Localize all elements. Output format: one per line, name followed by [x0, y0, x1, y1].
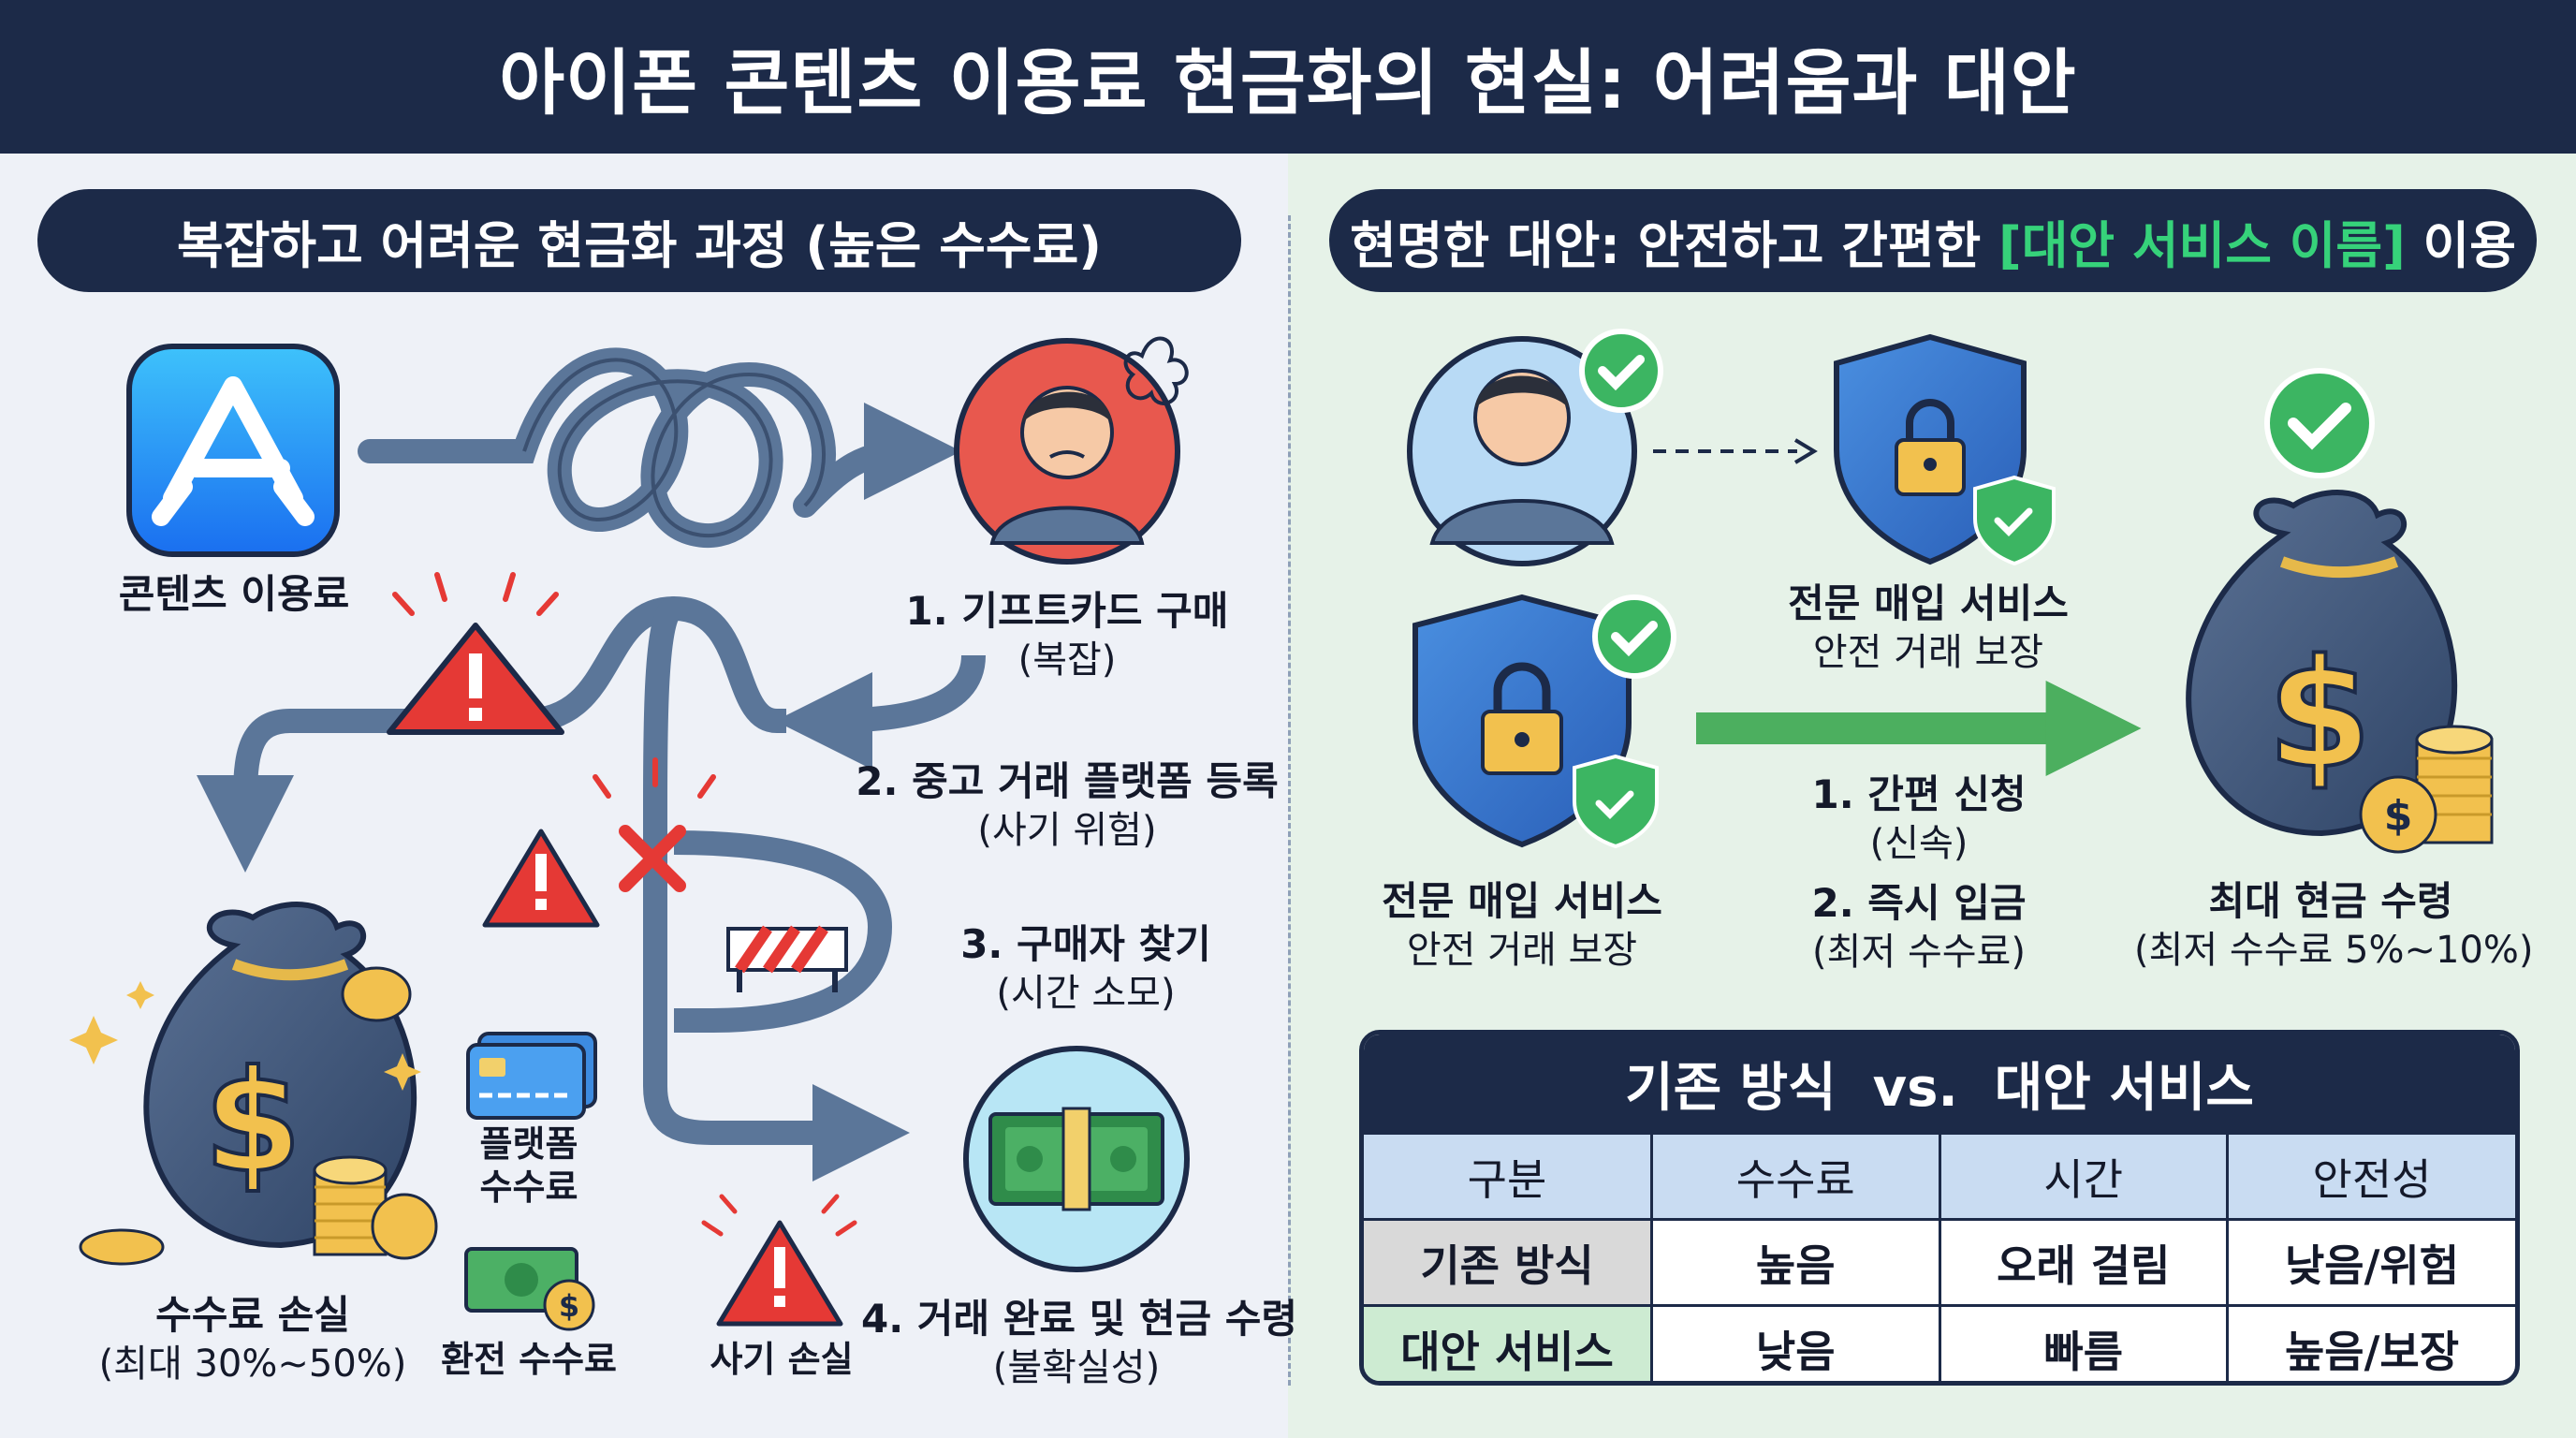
table-row-label: 대안 서비스 — [1364, 1304, 1653, 1381]
check-icon — [1592, 594, 1676, 679]
warning-icon — [701, 1194, 857, 1327]
service-title-top: 전문 매입 서비스 — [1788, 580, 2069, 626]
step-2-title: 2. 중고 거래 플랫폼 등록 — [856, 758, 1279, 804]
table-header-cell: 구분 — [1364, 1132, 1653, 1221]
title-bar: 아이폰 콘텐츠 이용료 현금화의 현실: 어려움과 대안 — [0, 0, 2576, 154]
comparison-table: 기존 방식 vs. 대안 서비스 구분 수수료 시간 안전성 기존 방식 높음 … — [1359, 1030, 2520, 1386]
barrier-icon — [726, 925, 848, 992]
check-icon — [1579, 329, 1663, 413]
step-1-sub: (복잡) — [1017, 638, 1117, 682]
left-section-header: 복잡하고 어려운 현금화 과정 (높은 수수료) — [37, 189, 1241, 292]
service-title-left: 전문 매입 서비스 — [1382, 878, 1662, 924]
page-title: 아이폰 콘텐츠 이용료 현금화의 현실: 어려움과 대안 — [499, 41, 2077, 125]
left-header-text: 복잡하고 어려운 현금화 과정 (높은 수수료) — [177, 215, 1102, 275]
right-step-2-sub: (최저 수수료) — [1812, 930, 2026, 974]
table-cell: 높음 — [1650, 1218, 1941, 1307]
coin-stack-icon — [79, 1155, 438, 1266]
right-step-1: 1. 간편 신청 (신속) — [1760, 770, 2078, 868]
right-step-2: 2. 즉시 입금 (최저 수수료) — [1760, 878, 2078, 976]
check-icon — [2264, 368, 2375, 478]
warning-icon — [482, 829, 600, 928]
platform-fee-label: 플랫폼 수수료 — [479, 1123, 578, 1208]
result-sub: (최저 수수료 5%~10%) — [2134, 928, 2534, 972]
panel-divider — [1288, 215, 1291, 1386]
step-2: 2. 중고 거래 플랫폼 등록 (사기 위험) — [852, 756, 1282, 855]
service-sub-left: 안전 거래 보장 — [1406, 928, 1638, 972]
table-header-cell: 안전성 — [2226, 1132, 2515, 1221]
cross-mark-icon — [593, 757, 716, 892]
process-path — [197, 595, 986, 1181]
right-step-1-sub: (신속) — [1869, 821, 1969, 865]
result-caption: 최대 현금 수령 (최저 수수료 5%~10%) — [2134, 876, 2534, 975]
right-header-suffix: 이용 — [2405, 215, 2516, 275]
step-4: 4. 거래 완료 및 현금 수령 (불확실성) — [861, 1294, 1297, 1392]
app-store-icon — [126, 344, 340, 557]
table-header-cell: 수수료 — [1650, 1132, 1941, 1221]
table-row-label: 기존 방식 — [1364, 1218, 1653, 1307]
right-step-1-title: 1. 간편 신청 — [1811, 771, 2027, 817]
right-header-highlight: [대안 서비스 이름] — [1998, 215, 2406, 275]
step-1-title: 1. 기프트카드 구매 — [905, 588, 1229, 634]
fee-loss-sub: (최대 30%~50%) — [98, 1342, 407, 1386]
coin-stack-icon: $ — [2359, 725, 2494, 854]
money-bag-icon: $ — [2186, 490, 2458, 837]
svg-text:$: $ — [2267, 626, 2371, 801]
table-row: 대안 서비스 낮음 빠름 높음/보장 — [1364, 1304, 2515, 1381]
exchange-fee-label: 환전 수수료 — [440, 1339, 618, 1380]
table-cell: 낮음 — [1650, 1304, 1941, 1381]
step-3: 3. 구매자 찾기 (시간 소모) — [927, 919, 1245, 1018]
right-step-2-title: 2. 즉시 입금 — [1811, 880, 2027, 926]
table-cell: 높음/보장 — [2226, 1304, 2515, 1381]
fee-loss: 수수료 손실 (최대 30%~50%) — [84, 1290, 421, 1388]
service-sub-top: 안전 거래 보장 — [1812, 630, 2044, 674]
shield-lock-icon — [1412, 594, 1659, 849]
shield-lock-icon — [1834, 333, 2056, 566]
step-2-sub: (사기 위험) — [977, 808, 1157, 852]
step-4-title: 4. 거래 완료 및 현금 수령 — [861, 1296, 1298, 1342]
table-row: 기존 방식 높음 오래 걸림 낮음/위험 — [1364, 1218, 2515, 1307]
step-4-sub: (불확실성) — [992, 1345, 1161, 1389]
table-cell: 오래 걸림 — [1938, 1218, 2229, 1307]
table-grid: 구분 수수료 시간 안전성 기존 방식 높음 오래 걸림 낮음/위험 대안 서비… — [1364, 1132, 2515, 1381]
svg-text:$: $ — [559, 1288, 579, 1324]
table-header-row: 구분 수수료 시간 안전성 — [1364, 1132, 2515, 1221]
banknote-icon — [963, 1046, 1190, 1272]
tangled-path-icon — [358, 347, 961, 548]
app-label: 콘텐츠 이용료 — [118, 571, 350, 617]
stressed-person-icon — [954, 336, 1189, 565]
service-caption-top: 전문 매입 서비스 안전 거래 보장 — [1760, 579, 2097, 677]
step-3-title: 3. 구매자 찾기 — [960, 921, 1211, 967]
banknote-icon: $ — [464, 1247, 595, 1331]
right-header-prefix: 현명한 대안: 안전하고 간편한 — [1350, 215, 1999, 275]
fee-loss-title: 수수료 손실 — [155, 1292, 350, 1338]
svg-text:$: $ — [204, 1041, 301, 1204]
svg-text:$: $ — [2384, 792, 2413, 840]
table-cell: 낮음/위험 — [2226, 1218, 2515, 1307]
credit-card-icon — [466, 1032, 597, 1120]
table-header-cell: 시간 — [1938, 1132, 2229, 1221]
step-1: 1. 기프트카드 구매 (복잡) — [880, 586, 1254, 684]
fraud-loss-label: 사기 손실 — [710, 1339, 854, 1380]
table-title: 기존 방식 vs. 대안 서비스 — [1364, 1034, 2515, 1132]
service-caption-left: 전문 매입 서비스 안전 거래 보장 — [1354, 876, 1690, 975]
person-icon — [1407, 336, 1637, 566]
table-cell: 빠름 — [1938, 1304, 2229, 1381]
warning-icon — [387, 572, 564, 735]
right-section-header: 현명한 대안: 안전하고 간편한 [대안 서비스 이름] 이용 — [1329, 189, 2537, 292]
step-3-sub: (시간 소모) — [996, 971, 1176, 1015]
result-title: 최대 현금 수령 — [2208, 878, 2453, 924]
right-header-text: 현명한 대안: 안전하고 간편한 [대안 서비스 이름] 이용 — [1350, 204, 2516, 278]
